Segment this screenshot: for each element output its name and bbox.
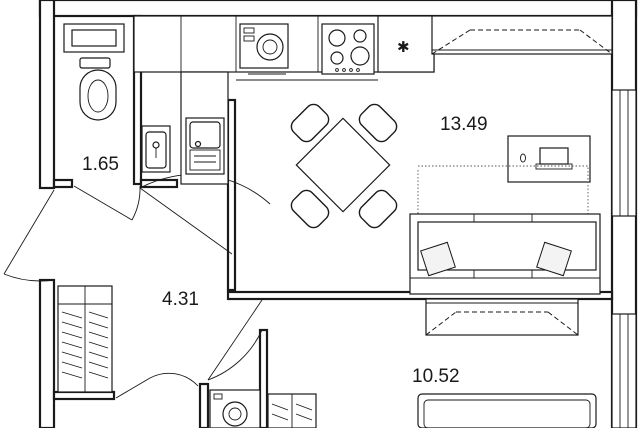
sofa-icon <box>409 213 601 295</box>
outer-walls <box>38 0 638 428</box>
closet <box>57 285 113 393</box>
cooktop-icon <box>321 23 375 75</box>
kitchen-stub-wall <box>139 178 179 189</box>
laptop-icon <box>507 135 591 183</box>
snowflake-icon: ✱ <box>377 15 435 73</box>
hall-bottom-door <box>115 372 199 399</box>
bed <box>417 393 597 428</box>
ac-unit-middle <box>425 298 579 336</box>
toilet-icon <box>63 23 125 121</box>
kitchen-sink-icon <box>185 117 225 175</box>
window-right-upper <box>611 89 637 217</box>
fridge-glyph: ✱ <box>397 38 410 56</box>
interior-walls <box>52 14 614 428</box>
bedroom-area-label: 10.52 <box>412 366 460 387</box>
shelf-bottom <box>267 393 317 428</box>
hallway-area-label: 4.31 <box>162 289 199 310</box>
sink-icon <box>141 125 171 173</box>
kitchen-counter: ✱ <box>133 15 435 185</box>
window-right-lower <box>611 313 637 428</box>
ac-unit-top <box>431 15 613 55</box>
left-wall-upper <box>38 0 56 190</box>
hall-bottom-wall <box>52 390 116 401</box>
hall-bottom-post <box>198 382 210 428</box>
hall-bedroom-wall <box>258 328 269 428</box>
bathroom-door <box>73 185 141 221</box>
living-room-area-label: 13.49 <box>440 114 488 135</box>
kitchen-hall-wall <box>226 98 237 292</box>
entry-door <box>3 189 55 282</box>
washing-machine-icon <box>239 23 289 75</box>
bathroom-bottom-wall-left <box>52 178 74 189</box>
bedroom-door <box>207 299 263 381</box>
rug-outline <box>417 165 589 232</box>
table-with-chairs-icon <box>290 103 398 229</box>
washer-bottom-icon <box>209 389 261 428</box>
top-wall <box>38 0 638 18</box>
left-wall-lower <box>38 278 56 428</box>
bathroom-area-label: 1.65 <box>82 154 119 175</box>
